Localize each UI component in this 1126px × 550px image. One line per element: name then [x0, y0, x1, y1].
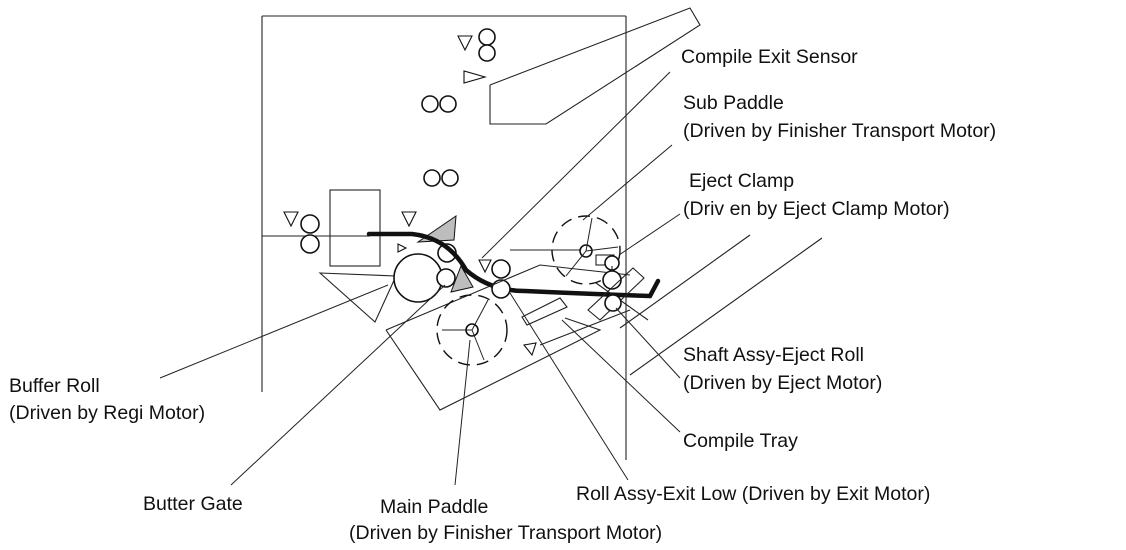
sub-paddle-label: Sub Paddle [683, 92, 784, 114]
compile-exit-sensor-icon [478, 259, 492, 274]
exit-roll-pair [478, 259, 511, 299]
leader-lines [159, 71, 681, 486]
sub-paddle-drawing [510, 215, 621, 285]
upper-sensor-icon [457, 35, 473, 52]
eject-clamp-drawing [595, 254, 622, 290]
main-paddle-drawing [436, 294, 508, 366]
roll-assy-exit-low-label: Roll Assy-Exit Low (Driven by Exit Motor… [576, 483, 931, 505]
entrance-sensor-icon [283, 211, 299, 228]
shaft-assy-drive-label: (Driven by Eject Motor) [683, 372, 883, 394]
eject-clamp-label: Eject Clamp [689, 170, 795, 192]
buffer-roll-label: Buffer Roll [9, 375, 100, 397]
entrance-transport [262, 189, 457, 267]
buffer-roll-drive-label: (Driven by Regi Motor) [9, 402, 206, 424]
eject-roll-drawing [587, 267, 649, 321]
gate-sensor-icon [401, 211, 417, 228]
finisher-frame [261, 15, 627, 460]
mid-sensor-icon [463, 70, 488, 84]
compile-tray-label: Compile Tray [683, 430, 798, 452]
lower-gate-icon [450, 264, 474, 293]
main-paddle-label: Main Paddle [380, 496, 489, 518]
top-exit-chute [489, 7, 701, 125]
sub-paddle-drive-label: (Driven by Finisher Transport Motor) [683, 120, 997, 142]
compile-exit-sensor-label: Compile Exit Sensor [681, 46, 858, 68]
main-paddle-drive-label: (Driven by Finisher Transport Motor) [349, 522, 663, 544]
butter-gate-label: Butter Gate [143, 493, 243, 515]
eject-clamp-drive-label: (Driv en by Eject Clamp Motor) [683, 198, 950, 220]
buffer-roll-assembly [318, 243, 457, 323]
shaft-assy-eject-roll-label: Shaft Assy-Eject Roll [683, 344, 864, 366]
upper-roll-pairs [421, 28, 496, 187]
compile-tray-drawing [385, 234, 823, 411]
